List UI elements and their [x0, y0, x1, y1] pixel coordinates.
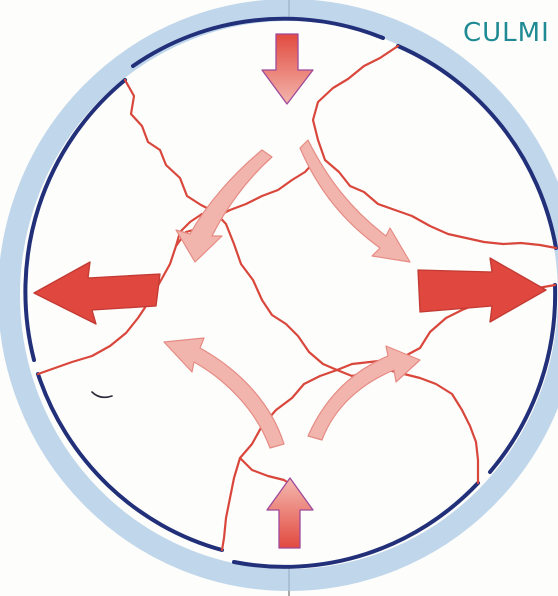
crack-top-left	[125, 80, 337, 370]
curved-arrow-upper-left	[176, 150, 272, 262]
arrow-push-top	[262, 34, 313, 104]
flow-arrows	[164, 140, 420, 448]
diagram-heading: CULMI	[463, 18, 550, 48]
curved-arrow-lower-right	[308, 346, 420, 440]
force-arrows	[34, 34, 546, 548]
curved-arrow-lower-left	[164, 338, 284, 448]
arrow-push-bottom	[267, 478, 313, 548]
arrow-pull-right	[418, 258, 546, 322]
pencil-stroke	[92, 392, 112, 397]
curved-arrow-upper-right	[300, 140, 410, 262]
